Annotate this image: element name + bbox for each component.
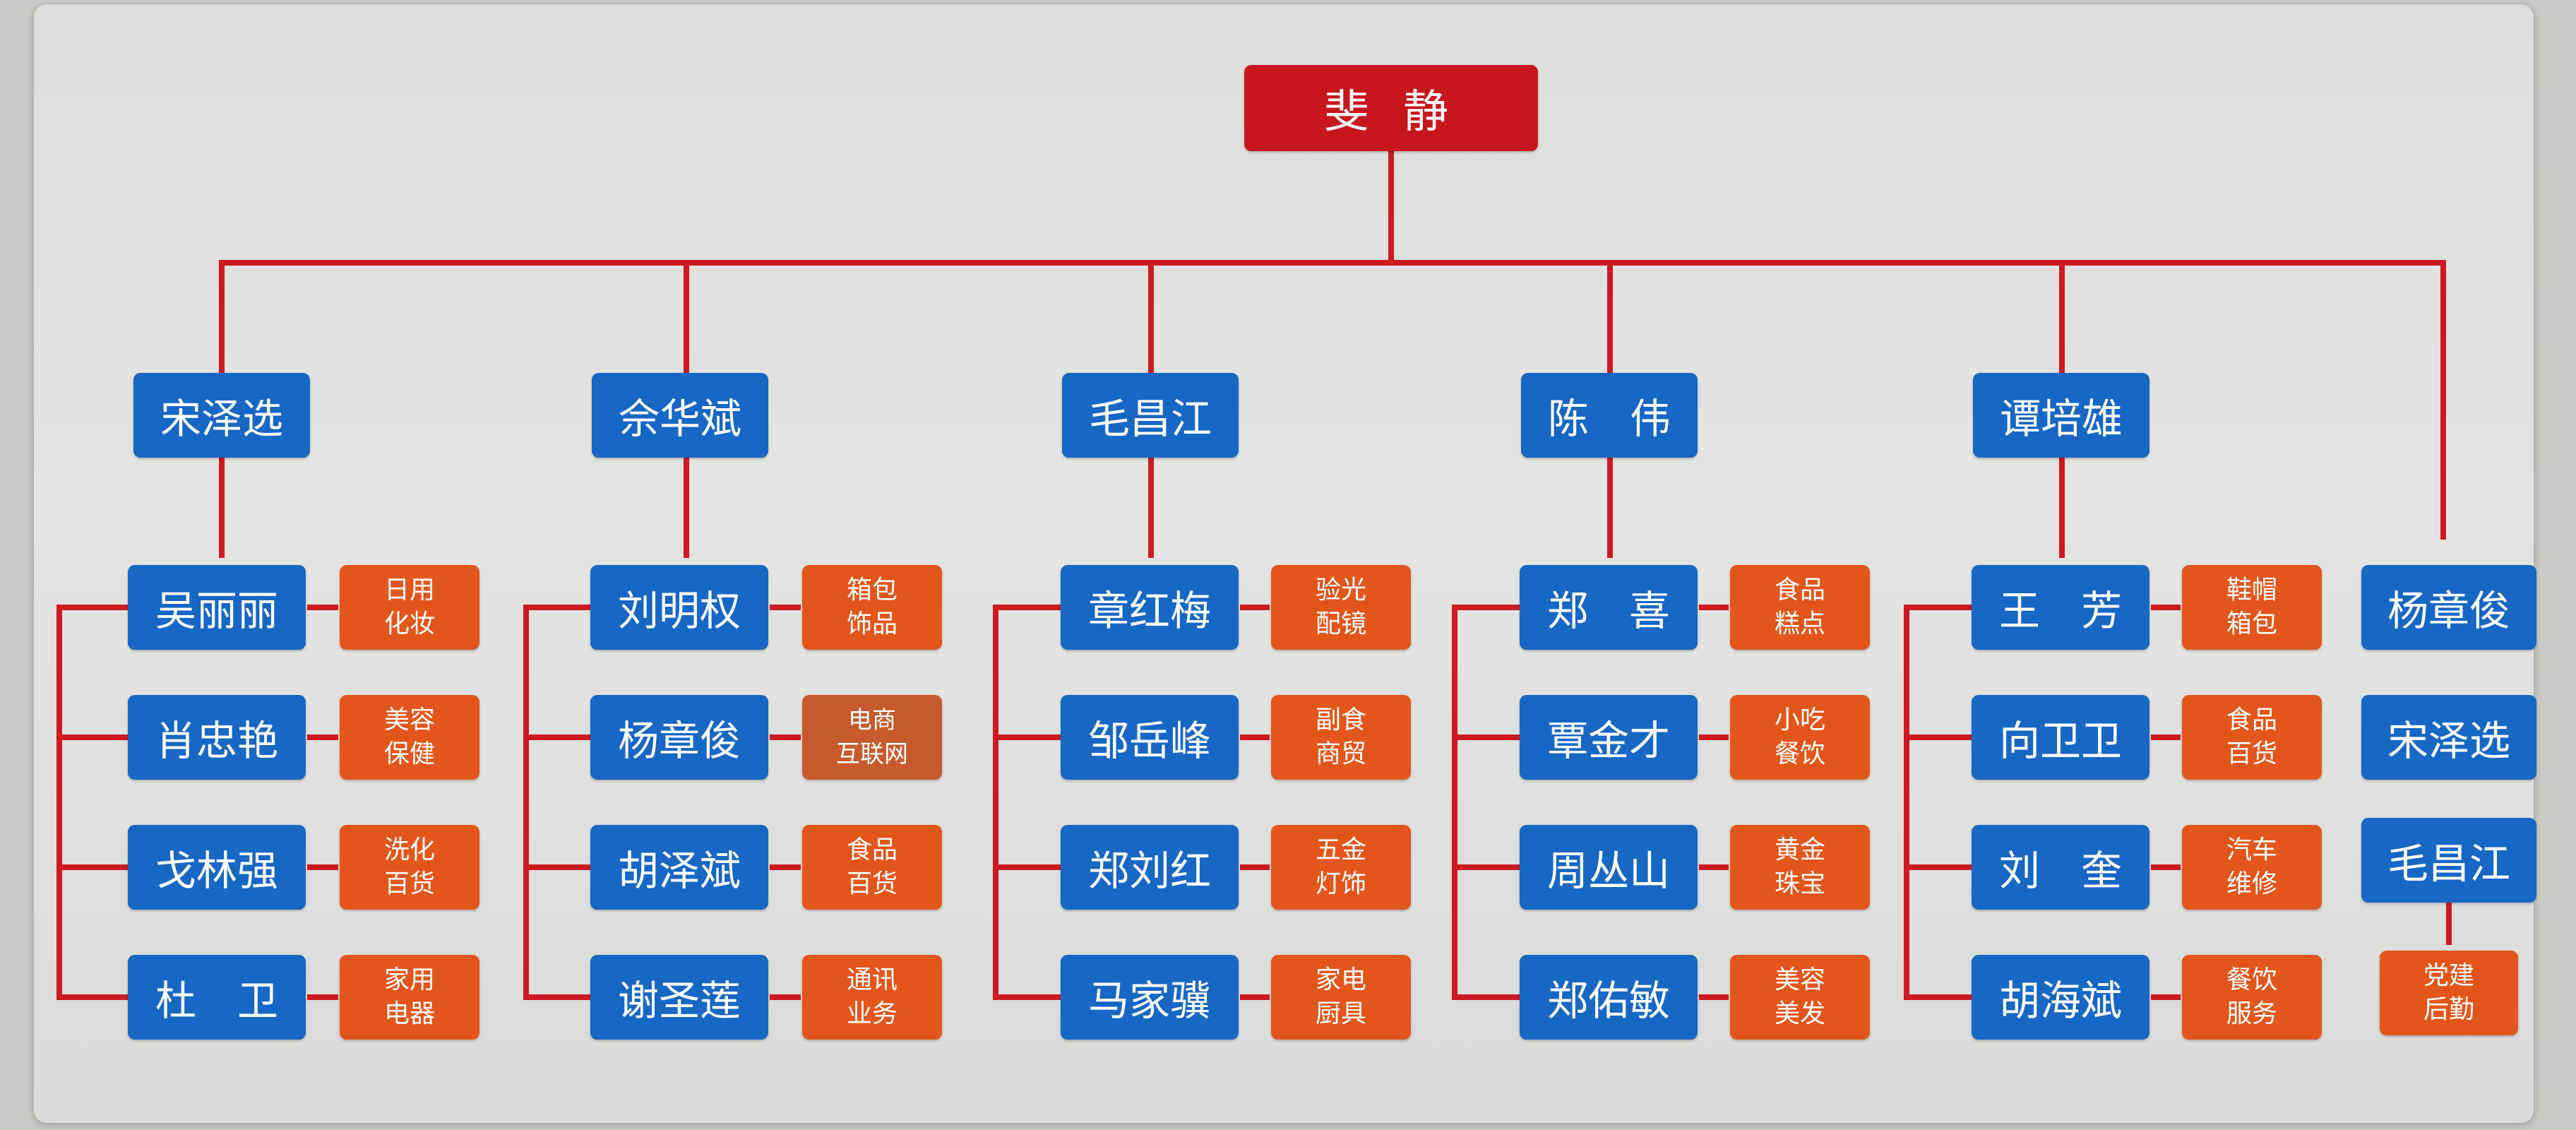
member-2-2: 杨章俊: [590, 695, 768, 780]
member-4-2: 覃金才: [1520, 695, 1698, 780]
dept-5-1: 鞋帽 箱包: [2182, 565, 2322, 650]
dept-4-3: 黄金 珠宝: [1730, 825, 1870, 910]
column-head-3: 毛昌江: [1062, 373, 1239, 458]
dept-1-4: 家用 电器: [340, 955, 479, 1040]
member-2-4: 谢圣莲: [590, 955, 768, 1040]
member-5-4: 胡海斌: [1972, 955, 2149, 1040]
member-4-3: 周丛山: [1520, 825, 1698, 910]
dept-1-2: 美容 保健: [340, 695, 479, 780]
dept-1-1: 日用 化妆: [340, 565, 479, 650]
member-4-1: 郑 喜: [1520, 565, 1698, 650]
dept-4-4: 美容 美发: [1730, 955, 1870, 1040]
member-1-1: 吴丽丽: [128, 565, 306, 650]
member-1-3: 戈林强: [128, 825, 306, 910]
dept-5-4: 餐饮 服务: [2182, 955, 2322, 1040]
connector-lines: [56, 148, 2452, 1000]
column-head-5: 谭培雄: [1973, 373, 2149, 458]
dept-2-1: 箱包 饰品: [802, 565, 942, 650]
dept-5-2: 食品 百货: [2182, 695, 2322, 780]
dept-4-1: 食品 糕点: [1730, 565, 1870, 650]
dept-3-3: 五金 灯饰: [1271, 825, 1411, 910]
column-head-2: 佘华斌: [592, 373, 768, 458]
dept-5-3: 汽车 维修: [2182, 825, 2322, 910]
column-head-1: 宋泽选: [133, 373, 310, 458]
dept-4-2: 小吃 餐饮: [1730, 695, 1870, 780]
column-head-4: 陈 伟: [1521, 373, 1698, 458]
dept-3-2: 副食 商贸: [1271, 695, 1411, 780]
member-5-1: 王 芳: [1972, 565, 2149, 650]
right-dept: 党建 后勤: [2380, 951, 2518, 1035]
right-member-3: 毛昌江: [2361, 818, 2536, 903]
member-3-3: 郑刘红: [1061, 825, 1239, 910]
member-3-4: 马家骥: [1061, 955, 1239, 1040]
member-5-3: 刘 奎: [1972, 825, 2149, 910]
member-3-2: 邹岳峰: [1061, 695, 1239, 780]
dept-2-2: 电商 互联网: [802, 695, 942, 780]
member-4-4: 郑佑敏: [1520, 955, 1698, 1040]
root-node: 斐 静: [1244, 65, 1538, 151]
member-2-3: 胡泽斌: [590, 825, 768, 910]
member-1-2: 肖忠艳: [128, 695, 306, 780]
member-3-1: 章红梅: [1061, 565, 1239, 650]
right-member-2: 宋泽选: [2361, 695, 2536, 780]
dept-3-1: 验光 配镜: [1271, 565, 1411, 650]
member-5-2: 向卫卫: [1972, 695, 2149, 780]
right-member-1: 杨章俊: [2361, 565, 2536, 650]
member-2-1: 刘明权: [590, 565, 768, 650]
dept-1-3: 洗化 百货: [340, 825, 479, 910]
dept-2-4: 通讯 业务: [802, 955, 942, 1040]
member-1-4: 杜 卫: [128, 955, 306, 1040]
dept-2-3: 食品 百货: [802, 825, 942, 910]
dept-3-4: 家电 厨具: [1271, 955, 1411, 1040]
org-chart-board: 斐 静 宋泽选 吴丽丽 日用 化妆 肖忠艳 美容 保健 戈林强 洗化 百货 杜 …: [34, 4, 2536, 1123]
